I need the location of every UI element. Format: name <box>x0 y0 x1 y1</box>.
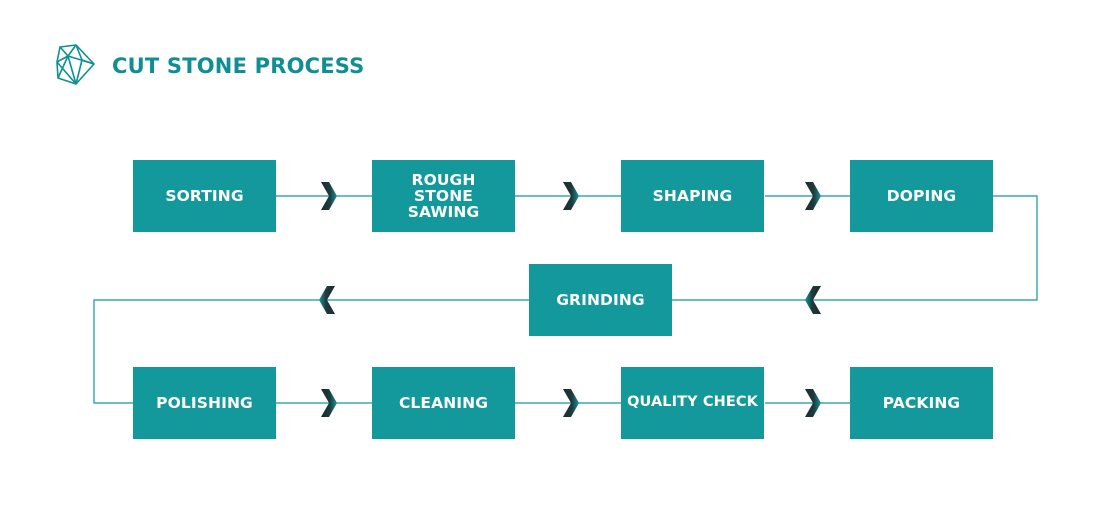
connector-line <box>93 299 529 404</box>
arrow-left-icon <box>319 286 335 314</box>
step-grinding: GRINDING <box>529 264 672 336</box>
arrow-left-icon <box>805 286 821 314</box>
step-rough-stone-sawing: ROUGH STONE SAWING <box>372 160 515 232</box>
arrow-right-icon <box>563 182 579 210</box>
arrow-right-icon <box>563 389 579 417</box>
diamond-icon <box>56 44 95 85</box>
page-header: CUT STONE PROCESS <box>54 42 365 88</box>
connector-line <box>672 195 1038 301</box>
arrow-right-icon <box>321 389 337 417</box>
step-doping: DOPING <box>850 160 993 232</box>
step-polishing: POLISHING <box>133 367 276 439</box>
step-sorting: SORTING <box>133 160 276 232</box>
arrow-right-icon <box>805 182 821 210</box>
page-title: CUT STONE PROCESS <box>112 53 365 78</box>
arrow-right-icon <box>321 182 337 210</box>
step-cleaning: CLEANING <box>372 367 515 439</box>
arrow-right-icon <box>805 389 821 417</box>
step-packing: PACKING <box>850 367 993 439</box>
step-quality-check: QUALITY CHECK <box>621 367 764 439</box>
step-shaping: SHAPING <box>621 160 764 232</box>
